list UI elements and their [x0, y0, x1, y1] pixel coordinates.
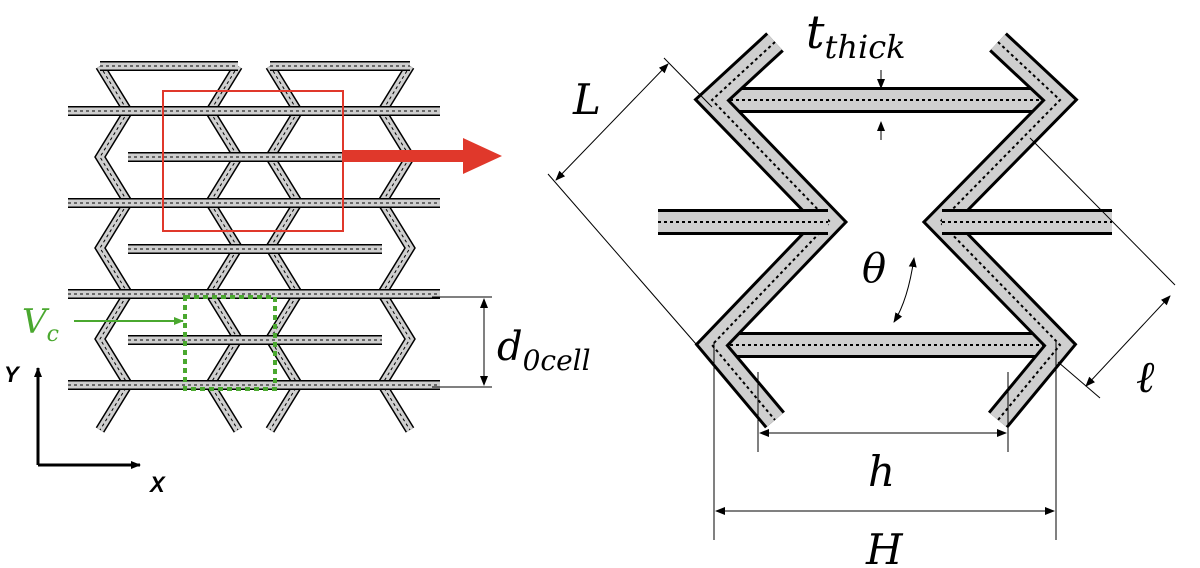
outer-width-label: H: [865, 525, 904, 568]
unit-cell-box: [183, 295, 277, 391]
unit-cell-detail: [658, 32, 1112, 429]
cell-distance-dimension: [432, 296, 492, 388]
angle-label: θ: [862, 246, 886, 292]
detail-left-chevron: [693, 32, 849, 429]
thickness-label-main: t: [806, 5, 825, 59]
axis-y-label: Y: [4, 362, 21, 387]
lattice-zigzag-right-1: [376, 63, 416, 433]
inner-width-label: h: [868, 447, 895, 496]
auxetic-lattice: [68, 61, 440, 433]
unit-cell-label-sub: c: [47, 322, 59, 347]
inner-width-dimension: [757, 372, 1009, 452]
axis-x-label: X: [148, 472, 166, 497]
cell-distance-label: d0cell: [497, 324, 591, 377]
lattice-zigzag-left-0: [94, 63, 134, 433]
xy-axes: [34, 367, 141, 469]
thickness-label: tthick: [806, 5, 906, 66]
outer-width-dimension: [713, 342, 1057, 540]
thickness-label-sub: thick: [825, 28, 906, 66]
half-length-dimension: [1029, 137, 1176, 399]
detail-right-chevron: [921, 32, 1079, 429]
zoom-arrow-icon: [343, 138, 502, 174]
strut-length-dimension: [547, 57, 713, 345]
unit-cell-label-main: V: [22, 302, 50, 342]
angle-arc: [893, 257, 917, 323]
half-length-label: ℓ: [1136, 352, 1155, 403]
cell-distance-label-sub: 0cell: [523, 344, 591, 377]
unit-cell-label: Vc: [22, 302, 59, 347]
cell-distance-label-main: d: [497, 324, 523, 370]
strut-length-label: L: [572, 75, 601, 124]
